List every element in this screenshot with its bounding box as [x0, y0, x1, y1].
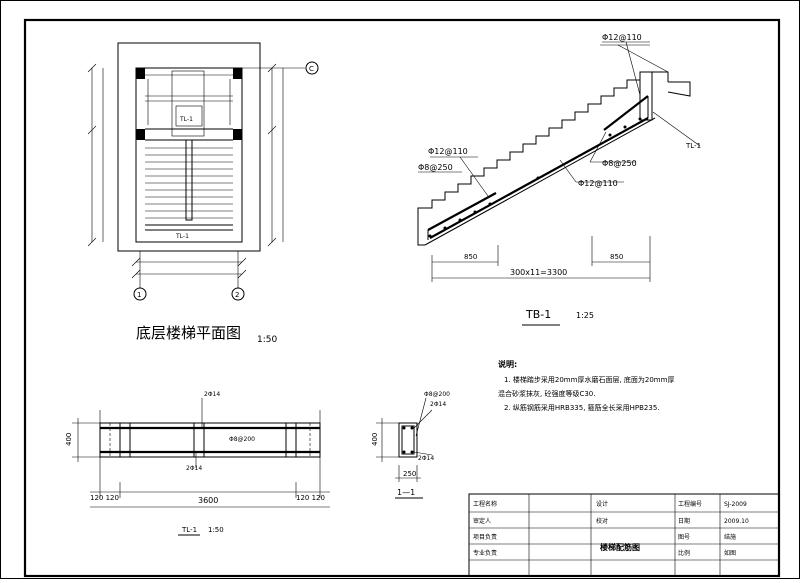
stair-section: Φ12@110 Φ12@110 Φ8@250 Φ8@250 Φ12@110 TL… — [417, 33, 701, 326]
notes-line-2: 混合砂浆抹灰, 砼强度等级C30. — [498, 389, 595, 398]
tb-drawing-no-label: 图号 — [678, 534, 690, 541]
dim-total: 300x11=3300 — [510, 268, 567, 277]
tb-discipline-lead-label: 专业负责 — [473, 549, 497, 557]
beam-span: 3600 — [198, 496, 218, 505]
stair-plan: TL-1 TL-1 C 1 2 底层楼梯平面图 1:50 — [87, 42, 319, 345]
axis-c-bubble — [305, 61, 319, 75]
upper-landing-beam — [639, 71, 653, 121]
notes-block: 说明: 1. 楼梯踏步采用20mm厚水磨石面层, 底面为20mm厚 混合砂浆抹灰… — [498, 359, 674, 412]
tb-check-label: 校对 — [596, 517, 608, 525]
rebar-top-label: Φ12@110 — [602, 33, 642, 42]
beam-left-dims: 120 120 — [90, 494, 119, 502]
tb-project-lead-label: 项目负责 — [473, 533, 497, 541]
section-title: TB-1 — [525, 308, 551, 321]
title-block: 工程名称 设计 工程编号 SJ-2009 审定人 校对 日期 2009.10 项… — [468, 493, 780, 577]
section-outline — [398, 422, 418, 458]
rebar-dist-right-label: Φ8@250 — [602, 159, 637, 168]
plan-title: 底层楼梯平面图 — [136, 324, 241, 342]
beam-top-bar: 2Φ14 — [204, 391, 220, 398]
beam-scale: 1:50 — [208, 526, 224, 534]
plan-landing-label: TL-1 — [179, 116, 193, 123]
notes-heading: 说明: — [498, 359, 517, 369]
dim-right: 850 — [610, 253, 623, 261]
plan-beam-label: TL-1 — [175, 233, 189, 240]
cross-section: 2Φ14 2Φ14 Φ8@200 400 250 1—1 — [371, 391, 450, 499]
beam-bottom-bar: 2Φ14 — [186, 465, 202, 472]
tb-drawing-title: 楼梯配筋图 — [600, 542, 640, 552]
tb-date-label: 日期 — [678, 517, 690, 525]
axis-1-bubble — [133, 287, 147, 301]
plan-outline — [117, 42, 261, 252]
plan-handrail — [185, 139, 193, 221]
tb-scale: 如图 — [724, 549, 736, 557]
beam-stirrup: Φ8@200 — [229, 436, 255, 443]
beam-height: 400 — [65, 433, 73, 446]
axis-2-label: 2 — [235, 291, 239, 299]
section-bottom-bar: 2Φ14 — [418, 455, 434, 462]
rebar-dist-left-label: Φ8@250 — [418, 163, 453, 172]
step-profile — [425, 71, 669, 209]
top-support-bar — [603, 95, 649, 131]
plan-treads — [145, 147, 233, 219]
beam-right-dims: 120 120 — [296, 494, 325, 502]
bottom-support-bar — [427, 192, 497, 231]
notes-line-1: 1. 楼梯踏步采用20mm厚水磨石面层, 底面为20mm厚 — [504, 375, 674, 384]
plan-inner-wall — [135, 67, 243, 243]
tb-project-no-label: 工程编号 — [678, 500, 702, 508]
beam-elevation: 400 120 120 120 120 3600 2Φ14 2Φ14 Φ8@20… — [65, 391, 330, 536]
slab-soffit — [424, 117, 656, 246]
section-stirrup: Φ8@200 — [424, 391, 450, 398]
tb-date: 2009.10 — [724, 518, 749, 525]
tb-project-no: SJ-2009 — [724, 501, 747, 508]
rebar-mid-left-label: Φ12@110 — [428, 147, 468, 156]
beam-right-label: TL-1 — [685, 142, 701, 150]
axis-1-label: 1 — [137, 291, 141, 299]
tb-design-label: 设计 — [596, 500, 608, 508]
section-height: 400 — [371, 433, 379, 446]
axis-2-bubble — [231, 287, 245, 301]
tb-drawing-no: 结施 — [724, 533, 736, 541]
dim-left: 850 — [464, 253, 477, 261]
rebar-bottom-label: Φ12@110 — [578, 179, 618, 188]
section-scale: 1:25 — [576, 311, 594, 320]
section-top-bar: 2Φ14 — [430, 401, 446, 408]
plan-scale: 1:50 — [257, 335, 277, 345]
section-width: 250 — [403, 470, 416, 478]
notes-line-3: 2. 纵筋钢筋采用HRB335, 箍筋全长采用HPB235. — [504, 403, 660, 412]
section-1-1-title: 1—1 — [397, 488, 415, 497]
drawing-frame — [23, 18, 781, 578]
axis-c-label: C — [309, 65, 314, 73]
title-block-frame — [468, 493, 780, 577]
tb-scale-label: 比例 — [678, 549, 690, 557]
tb-project-name-label: 工程名称 — [473, 500, 497, 508]
tb-approver-label: 审定人 — [473, 517, 491, 525]
beam-title: TL-1 — [181, 526, 197, 534]
